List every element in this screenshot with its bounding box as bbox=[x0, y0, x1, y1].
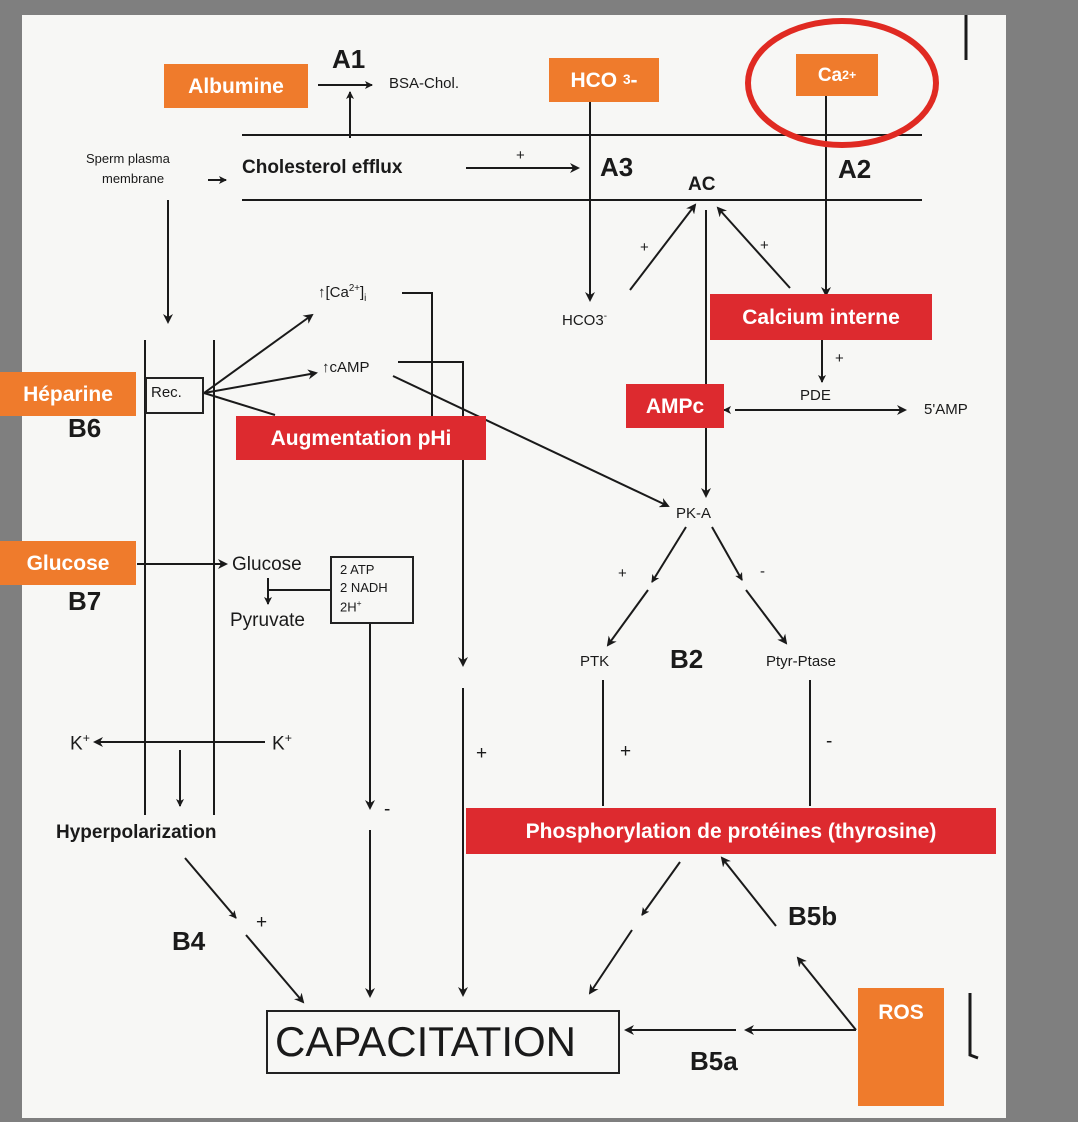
label-phosphorylation: Phosphorylation de protéines (thyrosine) bbox=[466, 808, 996, 854]
scanned-page bbox=[22, 15, 1006, 1118]
label-hco3: HCO 3- bbox=[549, 58, 659, 102]
sign-atp-minus: - bbox=[384, 799, 391, 820]
node-k-right: K+ bbox=[272, 731, 292, 755]
label-calcium-interne: Calcium interne bbox=[710, 294, 932, 340]
atp-box bbox=[330, 556, 414, 624]
sign-ptyr-minus: - bbox=[826, 731, 833, 752]
line-camp-right bbox=[398, 361, 464, 440]
arrow-ros-b5b bbox=[796, 956, 857, 1031]
node-camp: ↑cAMP bbox=[322, 359, 370, 376]
highlight-ring bbox=[745, 18, 939, 148]
arrow-pka-plus bbox=[651, 526, 687, 583]
sign-hco3-plus: + bbox=[640, 239, 649, 256]
node-ptyr-ptase: Ptyr-Ptase bbox=[766, 653, 837, 670]
node-b7: B7 bbox=[68, 586, 102, 616]
node-k-left: K+ bbox=[70, 731, 90, 755]
sign-ca-plus: + bbox=[760, 237, 769, 254]
atp-box-line1: 2 ATP bbox=[340, 562, 375, 577]
capacitation-box bbox=[266, 1010, 620, 1074]
node-b2: B2 bbox=[670, 644, 704, 674]
node-b5b: B5b bbox=[788, 901, 838, 931]
label-ampc: AMPc bbox=[626, 384, 724, 428]
sign-b4-plus: + bbox=[256, 912, 268, 933]
sign-pde-plus: + bbox=[835, 350, 844, 367]
node-ptk: PTK bbox=[580, 653, 610, 670]
node-cholesterol-efflux: Cholesterol efflux bbox=[242, 157, 403, 178]
line-ca-down bbox=[402, 292, 433, 440]
arrow-phos-capacitation bbox=[588, 929, 633, 995]
atp-box-line3: 2H+ bbox=[340, 598, 362, 615]
arrow-hco3-ac bbox=[629, 203, 697, 291]
label-albumine: Albumine bbox=[164, 64, 308, 108]
label-glucose: Glucose bbox=[0, 541, 136, 585]
receptor-box bbox=[145, 377, 204, 414]
arrow-b4-capacitation bbox=[245, 934, 305, 1004]
node-b4: B4 bbox=[172, 926, 206, 956]
arrow-rec-ca bbox=[203, 313, 314, 394]
sign-pka-plus: + bbox=[618, 565, 627, 582]
arrow-camp-pka bbox=[392, 375, 670, 508]
node-hyperpolarization: Hyperpolarization bbox=[56, 822, 217, 843]
arrow-calcium-ac bbox=[716, 206, 791, 289]
arrow-minus-ptyr bbox=[745, 589, 788, 645]
node-b5a: B5a bbox=[690, 1046, 738, 1076]
node-pka: PK-A bbox=[676, 505, 712, 522]
node-sperm-membrane-line2: membrane bbox=[102, 171, 165, 186]
node-pyruvate: Pyruvate bbox=[230, 610, 305, 631]
arrow-b5b-phos bbox=[720, 856, 777, 927]
node-glucose: Glucose bbox=[232, 554, 302, 575]
node-sperm-membrane-line1: Sperm plasma bbox=[86, 151, 170, 166]
node-capacitation: CAPACITATION bbox=[275, 1018, 577, 1065]
label-ros: ROS bbox=[858, 988, 944, 1106]
node-pde: PDE bbox=[800, 387, 831, 404]
node-b6: B6 bbox=[68, 413, 102, 443]
node-5amp: 5'AMP bbox=[924, 401, 968, 418]
node-a1: A1 bbox=[332, 44, 366, 74]
arrow-plus-ptk bbox=[606, 589, 649, 647]
arrow-phos-down bbox=[641, 861, 681, 916]
scan-mark-bottom bbox=[968, 993, 979, 1060]
node-ca-i: ↑[Ca2+]i bbox=[318, 283, 367, 304]
atp-box-line2: 2 NADH bbox=[340, 580, 388, 595]
sign-pka-minus: - bbox=[760, 563, 765, 580]
node-hco3: HCO3- bbox=[562, 311, 607, 329]
label-augmentation-phi: Augmentation pHi bbox=[236, 416, 486, 460]
arrow-pka-minus bbox=[711, 526, 743, 581]
sign-ptk-plus: + bbox=[620, 741, 632, 762]
sign-ca-path-plus: + bbox=[476, 743, 488, 764]
arrow-hyper-b4 bbox=[184, 857, 237, 919]
node-ac: AC bbox=[688, 174, 716, 195]
label-heparine: Héparine bbox=[0, 372, 136, 416]
node-rec: Rec. bbox=[151, 384, 182, 401]
node-bsa-chol: BSA-Chol. bbox=[389, 75, 460, 92]
node-a2: A2 bbox=[838, 154, 872, 184]
sign-efflux-plus: + bbox=[516, 147, 525, 164]
line-rec-phi bbox=[203, 392, 276, 416]
node-a3: A3 bbox=[600, 152, 634, 182]
arrow-rec-camp bbox=[203, 369, 318, 394]
